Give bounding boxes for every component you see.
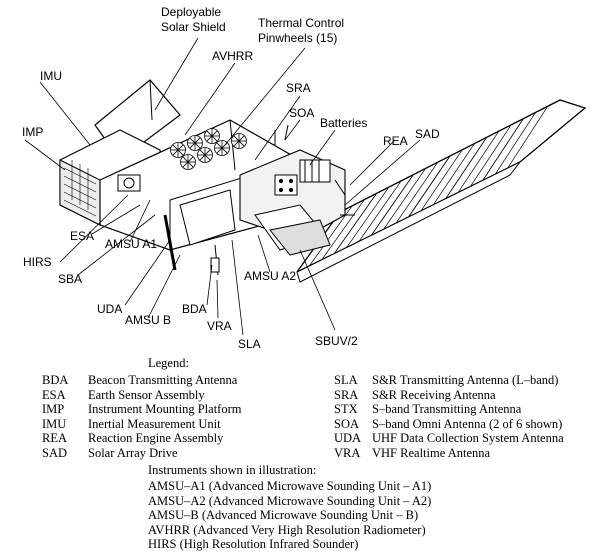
legend-description: UHF Data Collection System Antenna bbox=[372, 431, 564, 445]
legend-abbr: IMP bbox=[42, 402, 65, 416]
legend-row: SLA S&R Transmitting Antenna (L–band) bbox=[334, 373, 558, 388]
legend-title: Legend: bbox=[148, 356, 189, 370]
legend-abbr: SOA bbox=[334, 416, 360, 431]
legend-description: Earth Sensor Assembly bbox=[88, 387, 205, 402]
label-amsu-a1: AMSU A1 bbox=[105, 237, 157, 251]
legend-row: IMU Inertial Measurement Unit bbox=[42, 417, 221, 432]
label-sad: SAD bbox=[415, 127, 440, 141]
instrument-item: AMSU–A1 (Advanced Microwave Sounding Uni… bbox=[148, 479, 432, 493]
legend-abbr: VRA bbox=[334, 445, 361, 460]
label-bda: BDA bbox=[182, 302, 207, 316]
legend-abbr: SAD bbox=[42, 445, 68, 460]
label-sba: SBA bbox=[58, 272, 82, 286]
legend-abbr: UDA bbox=[334, 431, 362, 445]
label-soa: SOA bbox=[289, 106, 314, 120]
label-sla: SLA bbox=[238, 337, 261, 351]
legend-description: Solar Array Drive bbox=[88, 445, 178, 460]
label-rea: REA bbox=[383, 134, 408, 148]
legend-abbr: ESA bbox=[42, 387, 66, 402]
legend-row: SOA S–band Omni Antenna (2 of 6 shown) bbox=[334, 417, 562, 432]
legend-row: STX S–band Transmitting Antenna bbox=[334, 402, 521, 417]
label-esa: ESA bbox=[70, 229, 94, 243]
label-avhrr: AVHRR bbox=[212, 49, 253, 63]
label-deployable-solar-shield-2: Solar Shield bbox=[161, 20, 226, 34]
instrument-item: AMSU–A2 (Advanced Microwave Sounding Uni… bbox=[148, 493, 432, 508]
legend-row: BDA Beacon Transmitting Antenna bbox=[42, 373, 237, 388]
legend-row: UDA UHF Data Collection System Antenna bbox=[334, 431, 564, 446]
instruments-title: Instruments shown in illustration: bbox=[148, 463, 317, 477]
legend-abbr: SLA bbox=[334, 373, 358, 387]
spacecraft-body bbox=[59, 79, 355, 276]
leader-lines bbox=[24, 37, 421, 336]
legend-abbr: IMU bbox=[42, 416, 67, 431]
instrument-item: AVHRR (Advanced Very High Resolution Rad… bbox=[148, 522, 426, 537]
label-imu: IMU bbox=[40, 69, 62, 83]
legend-row: IMP Instrument Mounting Platform bbox=[42, 402, 241, 417]
legend-row: VRA VHF Realtime Antenna bbox=[334, 446, 490, 461]
legend-abbr: BDA bbox=[42, 373, 69, 387]
label-hirs: HIRS bbox=[23, 255, 52, 269]
instrument-item: HIRS (High Resolution Infrared Sounder) bbox=[148, 537, 359, 551]
label-vra: VRA bbox=[207, 319, 232, 333]
label-batteries: Batteries bbox=[320, 116, 367, 130]
legend-abbr: REA bbox=[42, 431, 67, 445]
label-amsu-a2: AMSU A2 bbox=[244, 269, 296, 283]
solar-array bbox=[296, 99, 587, 283]
label-amsu-b: AMSU B bbox=[125, 313, 171, 327]
label-thermal-pinwheels: Thermal Control bbox=[258, 16, 344, 30]
label-uda: UDA bbox=[97, 302, 122, 316]
legend-description: S&R Receiving Antenna bbox=[372, 387, 496, 402]
legend-row: ESA Earth Sensor Assembly bbox=[42, 388, 205, 403]
legend-description: Inertial Measurement Unit bbox=[88, 416, 221, 431]
legend-description: VHF Realtime Antenna bbox=[372, 445, 491, 460]
label-sra: SRA bbox=[286, 81, 311, 95]
label-sbuv2: SBUV/2 bbox=[315, 334, 358, 348]
label-imp: IMP bbox=[22, 125, 43, 139]
legend-description: S&R Transmitting Antenna (L–band) bbox=[372, 373, 559, 387]
legend-row: REA Reaction Engine Assembly bbox=[42, 431, 223, 446]
instrument-item: AMSU–B (Advanced Microwave Sounding Unit… bbox=[148, 508, 419, 522]
label-thermal-pinwheels-2: Pinwheels (15) bbox=[258, 31, 337, 45]
label-deployable-solar-shield: Deployable bbox=[161, 5, 221, 19]
legend-abbr: STX bbox=[334, 402, 358, 416]
legend-description: Reaction Engine Assembly bbox=[88, 431, 224, 445]
legend-description: Beacon Transmitting Antenna bbox=[88, 373, 238, 387]
legend-abbr: SRA bbox=[334, 387, 359, 402]
legend-row: SAD Solar Array Drive bbox=[42, 446, 178, 461]
legend-description: S–band Omni Antenna (2 of 6 shown) bbox=[372, 416, 563, 431]
legend-row: SRA S&R Receiving Antenna bbox=[334, 388, 496, 403]
legend-description: Instrument Mounting Platform bbox=[88, 402, 242, 416]
legend-description: S–band Transmitting Antenna bbox=[372, 402, 522, 416]
